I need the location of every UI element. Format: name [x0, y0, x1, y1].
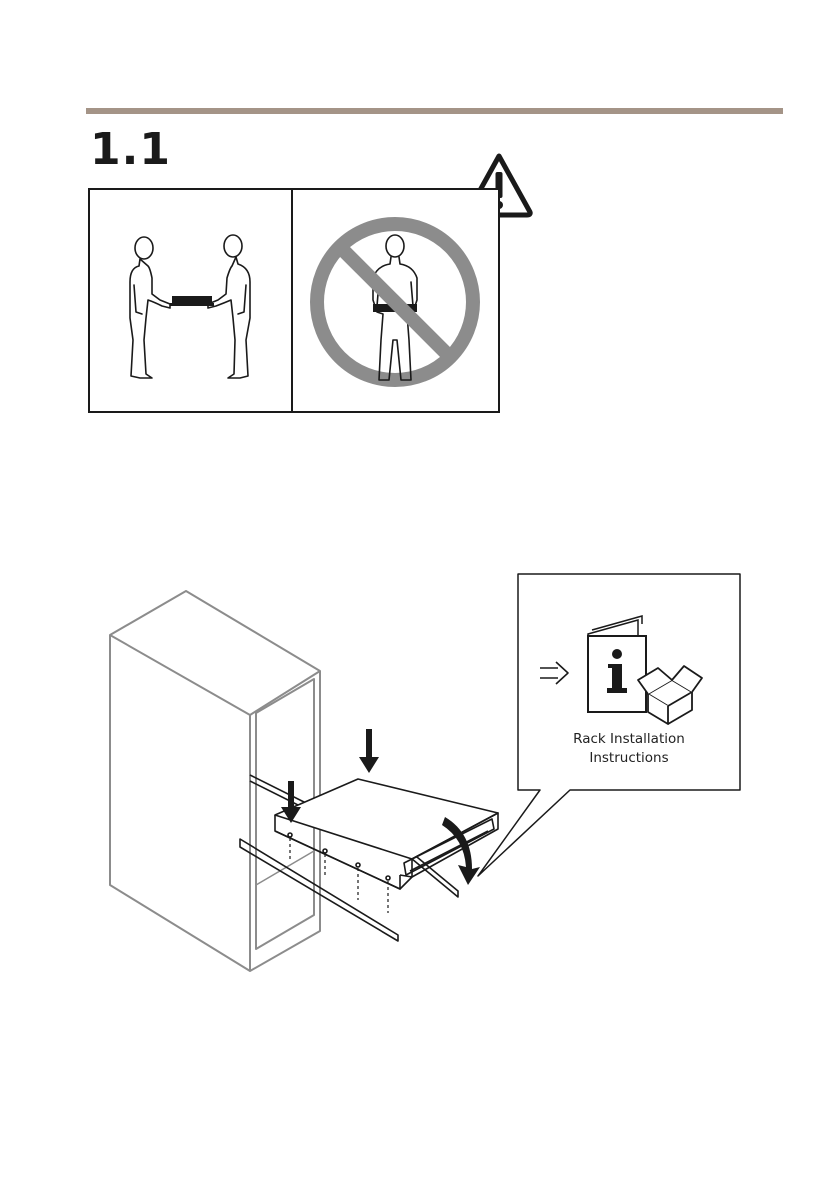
- single-person-lift-panel: [291, 188, 500, 413]
- step-number: 1.1: [90, 128, 171, 172]
- callout-title-line2: Instructions: [518, 749, 740, 768]
- callout-title-line1: Rack Installation: [518, 730, 740, 749]
- single-person-lift-illustration: [293, 190, 498, 411]
- header-rule: [86, 108, 783, 114]
- rack-installation-illustration: [100, 585, 520, 975]
- down-arrow-icon: [359, 729, 379, 773]
- callout-label: Rack Installation Instructions: [518, 730, 740, 768]
- two-person-lift-panel: [88, 188, 293, 413]
- two-person-lift-illustration: [90, 190, 291, 411]
